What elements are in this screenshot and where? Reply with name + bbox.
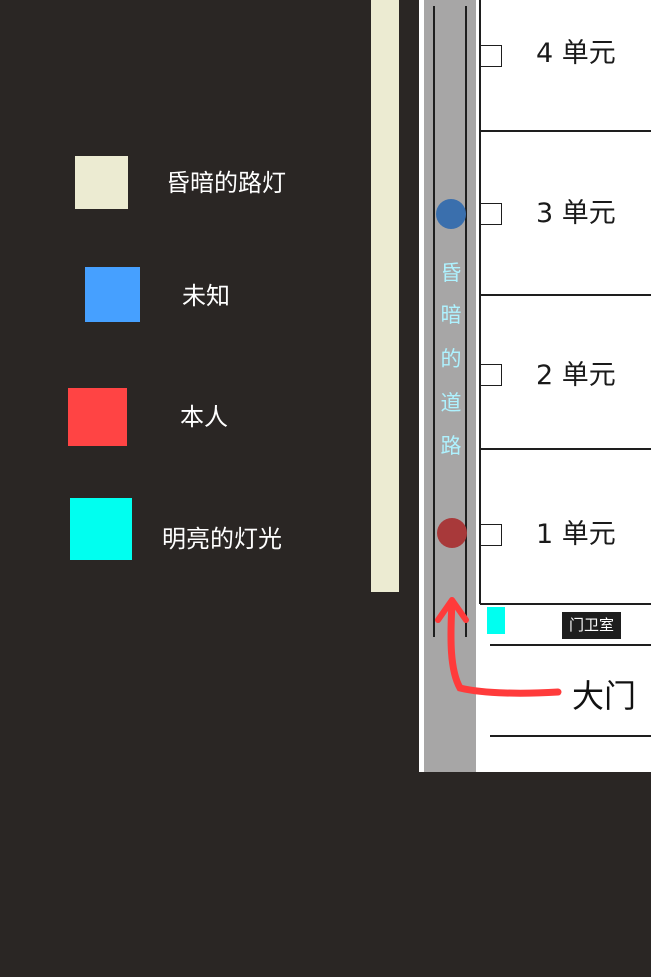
gate-label: 大门 <box>572 677 637 715</box>
legend-swatch-dim-streetlight <box>75 156 128 209</box>
road-label-char: 路 <box>440 434 462 458</box>
unit-divider <box>480 130 651 132</box>
road-label-char: 的 <box>440 347 462 371</box>
legend-swatch-bright-light <box>70 498 132 560</box>
legend-label-unknown: 未知 <box>182 282 230 310</box>
bright-light-marker <box>487 607 505 634</box>
self-dot <box>437 518 467 548</box>
unit-divider <box>480 603 651 605</box>
gate-line <box>490 644 651 646</box>
unit-3-door <box>480 203 502 225</box>
unit-divider <box>480 448 651 450</box>
road-edge-right <box>465 6 467 637</box>
unit-3-label: 3 单元 <box>536 198 616 229</box>
unit-2-label: 2 单元 <box>536 360 616 391</box>
unit-2-door <box>480 364 502 386</box>
unit-1-label: 1 单元 <box>536 519 616 550</box>
legend-label-bright-light: 明亮的灯光 <box>162 525 282 553</box>
unit-divider <box>480 294 651 296</box>
legend-label-self: 本人 <box>180 403 228 431</box>
legend-label-dim-streetlight: 昏暗的路灯 <box>166 169 286 197</box>
unit-4-label: 4 单元 <box>536 38 616 69</box>
road-edge-left <box>433 6 435 637</box>
guardhouse-label: 门卫室 <box>562 612 621 639</box>
gate-line <box>490 735 651 737</box>
legend-swatch-self <box>68 388 127 446</box>
unit-4-door <box>480 45 502 67</box>
dim-streetlight-strip <box>371 0 399 592</box>
building-edge <box>479 0 481 604</box>
unknown-person-dot <box>436 199 466 229</box>
road-label-char: 道 <box>440 391 462 415</box>
road-label-char: 暗 <box>440 303 462 327</box>
legend-swatch-unknown <box>85 267 140 322</box>
road-label-char: 昏 <box>440 261 462 285</box>
gate-arrow <box>435 597 562 697</box>
unit-1-door <box>480 524 502 546</box>
